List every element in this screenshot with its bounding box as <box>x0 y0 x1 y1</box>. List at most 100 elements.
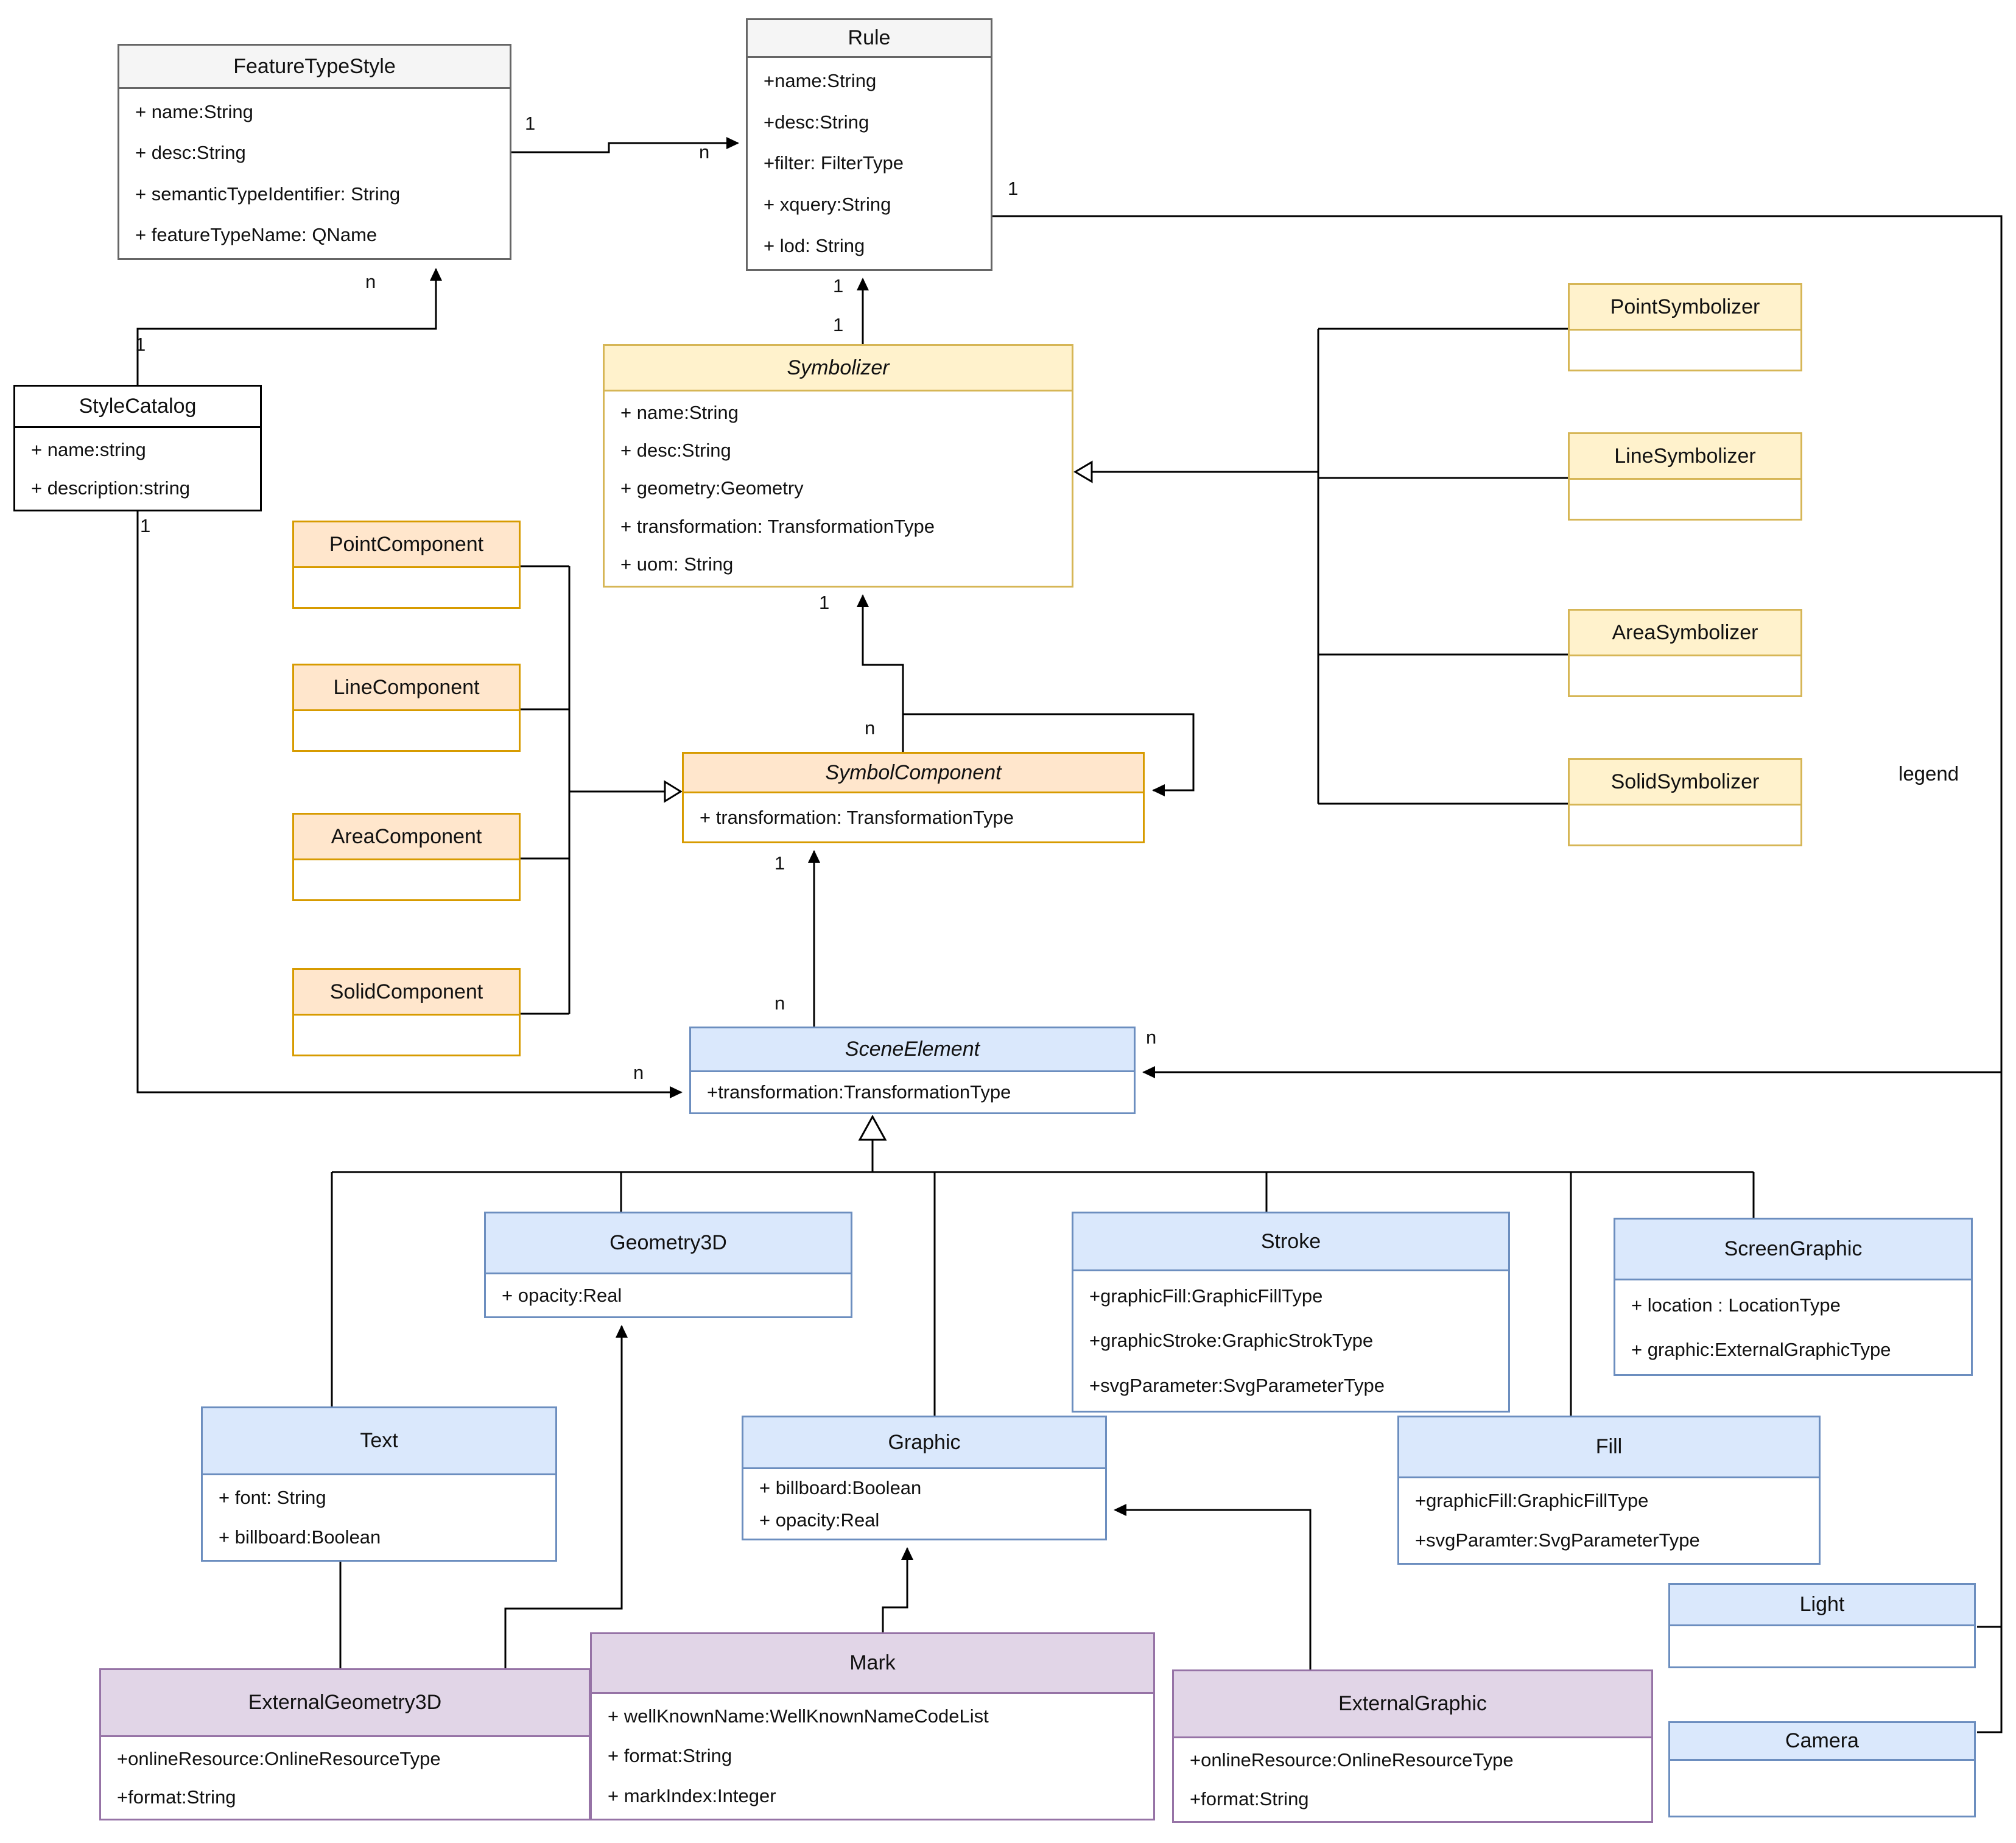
mult-symbolizer-bottom: 1 <box>819 592 830 613</box>
mult-sceneelement-top: n <box>774 992 785 1014</box>
class-attributes-AreaSymbolizer <box>1570 656 1800 695</box>
class-ExternalGraphic: ExternalGraphic +onlineResource:OnlineRes… <box>1172 1669 1653 1823</box>
edge-stylecatalog-featuretypestyle <box>136 268 442 385</box>
class-attributes-ScreenGraphic: + location : LocationType+ graphic:Exter… <box>1615 1280 1971 1374</box>
class-AreaSymbolizer: AreaSymbolizer <box>1568 609 1802 697</box>
attribute: +svgParameter:SvgParameterType <box>1089 1375 1385 1397</box>
attribute: +transformation:TransformationType <box>707 1081 1011 1103</box>
class-attributes-SolidComponent <box>294 1016 519 1055</box>
class-attributes-LineSymbolizer <box>1570 480 1800 519</box>
attribute: +format:String <box>1190 1788 1309 1810</box>
class-FeatureTypeStyle: FeatureTypeStyle+ name:String+ desc:Stri… <box>118 44 511 260</box>
class-attributes-PointComponent <box>294 568 519 607</box>
attribute: + opacity:Real <box>759 1509 880 1531</box>
attribute: + description:string <box>31 477 191 499</box>
edge-externalgeometry3d-geometry3d <box>504 1325 628 1668</box>
class-LineComponent: LineComponent <box>292 664 521 752</box>
generalization-triangle-icon <box>858 1114 887 1141</box>
edge-symbolcomponent-symbolizer <box>857 594 904 752</box>
attribute: + billboard:Boolean <box>219 1526 381 1548</box>
attribute: + location : LocationType <box>1631 1294 1841 1316</box>
attribute: + format:String <box>608 1745 732 1767</box>
attribute: + markIndex:Integer <box>608 1785 776 1807</box>
class-SymbolComponent: SymbolComponent+ transformation: Transfo… <box>682 752 1145 843</box>
attribute: + name:string <box>31 438 146 460</box>
attribute: + name:String <box>135 100 253 122</box>
class-attributes-Graphic: + billboard:Boolean+ opacity:Real <box>743 1469 1105 1539</box>
class-LineSymbolizer: LineSymbolizer <box>1568 432 1802 521</box>
class-attributes-SymbolComponent: + transformation: TransformationType <box>684 793 1143 841</box>
class-Graphic: Graphic+ billboard:Boolean+ opacity:Real <box>742 1416 1107 1540</box>
attribute: +onlineResource:OnlineResourceType <box>117 1747 441 1769</box>
mult-stylecatalog-bottom: 1 <box>140 515 151 536</box>
class-SolidSymbolizer: SolidSymbolizer <box>1568 758 1802 846</box>
class-ScreenGraphic: ScreenGraphic+ location : LocationType+ … <box>1614 1218 1973 1376</box>
attribute: +graphicStroke:GraphicStrokType <box>1089 1330 1374 1352</box>
class-PointComponent: PointComponent <box>292 521 521 609</box>
class-attributes-AreaComponent <box>294 860 519 899</box>
class-attributes-Geometry3D: + opacity:Real <box>486 1274 851 1316</box>
class-title-Text: Text <box>203 1408 555 1475</box>
class-attributes-StyleCatalog: + name:string + description:string <box>15 428 260 510</box>
mult-sceneelement-left: n <box>633 1062 644 1083</box>
legend-label: legend <box>1898 762 1959 785</box>
class-Geometry3D: Geometry3D+ opacity:Real <box>484 1212 852 1318</box>
generalization-triangle-icon <box>664 780 683 803</box>
attribute: +desc:String <box>764 111 869 133</box>
mult-sceneelement-right: n <box>1146 1027 1157 1048</box>
mult-featuretypestyle-bottom: n <box>365 271 376 292</box>
attribute: + lod: String <box>764 235 865 257</box>
class-attributes-Text: + font: String + billboard:Boolean <box>203 1475 555 1560</box>
attribute: + name:String <box>620 402 739 424</box>
edge-components-symbolcomponent <box>521 565 683 1015</box>
attribute: + desc:String <box>620 440 731 462</box>
edge-rule-legend-sceneelement <box>992 215 2003 1733</box>
class-Symbolizer: Symbolizer+ name:String+ desc:String+ ge… <box>603 344 1073 588</box>
attribute: +graphicFill:GraphicFillType <box>1089 1285 1323 1307</box>
class-attributes-Rule: +name:String+desc:String+filter: FilterT… <box>748 58 991 269</box>
class-attributes-ExternalGeometry3D: +onlineResource:OnlineResourceType +forma… <box>101 1737 589 1819</box>
class-title-StyleCatalog: StyleCatalog <box>15 387 260 428</box>
mult-stylecatalog-top: 1 <box>135 334 146 355</box>
class-title-ExternalGraphic: ExternalGraphic <box>1174 1671 1651 1738</box>
class-attributes-PointSymbolizer <box>1570 331 1800 370</box>
edge-stylecatalog-sceneelement <box>136 511 683 1098</box>
attribute: + wellKnownName:WellKnownNameCodeList <box>608 1705 989 1727</box>
attribute: + uom: String <box>620 553 734 575</box>
generalization-triangle-icon <box>1073 460 1093 483</box>
class-title-PointComponent: PointComponent <box>294 522 519 568</box>
edge-externalgraphic-graphic <box>1114 1504 1312 1669</box>
class-title-AreaSymbolizer: AreaSymbolizer <box>1570 611 1800 656</box>
mult-symbolcomponent-top: n <box>865 717 876 739</box>
class-Rule: Rule+name:String+desc:String+filter: Fil… <box>746 18 992 271</box>
class-attributes-Camera <box>1670 1761 1974 1816</box>
class-title-SolidComponent: SolidComponent <box>294 970 519 1016</box>
class-attributes-FeatureTypeStyle: + name:String+ desc:String+ semanticType… <box>119 89 510 258</box>
class-attributes-Light <box>1670 1626 1974 1666</box>
attribute: +format:String <box>117 1786 236 1808</box>
mult-rule-side: n <box>699 141 710 163</box>
class-title-Fill: Fill <box>1399 1417 1819 1478</box>
mult-rule-bottom: 1 <box>833 275 844 297</box>
class-attributes-SolidSymbolizer <box>1570 806 1800 844</box>
class-Text: Text + font: String + billboard:Boolean <box>201 1406 557 1562</box>
class-PointSymbolizer: PointSymbolizer <box>1568 283 1802 371</box>
class-title-Rule: Rule <box>748 20 991 58</box>
attribute: +onlineResource:OnlineResourceType <box>1190 1749 1514 1771</box>
class-ExternalGeometry3D: ExternalGeometry3D+onlineResource:Online… <box>99 1668 591 1820</box>
class-Light: Light <box>1668 1583 1976 1668</box>
class-attributes-Fill: +graphicFill:GraphicFillType+svgParamter… <box>1399 1478 1819 1563</box>
class-title-SceneElement: SceneElement <box>691 1028 1134 1072</box>
mult-symbolizer-top: 1 <box>833 314 844 335</box>
class-title-Light: Light <box>1670 1585 1974 1626</box>
class-title-Symbolizer: Symbolizer <box>605 346 1072 391</box>
class-title-Geometry3D: Geometry3D <box>486 1213 851 1274</box>
attribute: + font: String <box>219 1486 326 1508</box>
class-attributes-Stroke: +graphicFill:GraphicFillType +graphicStro… <box>1073 1271 1508 1411</box>
attribute: +filter: FilterType <box>764 152 904 174</box>
class-title-Camera: Camera <box>1670 1723 1974 1761</box>
class-attributes-Symbolizer: + name:String+ desc:String+ geometry:Geo… <box>605 391 1072 586</box>
class-title-SolidSymbolizer: SolidSymbolizer <box>1570 760 1800 806</box>
class-title-LineComponent: LineComponent <box>294 665 519 711</box>
